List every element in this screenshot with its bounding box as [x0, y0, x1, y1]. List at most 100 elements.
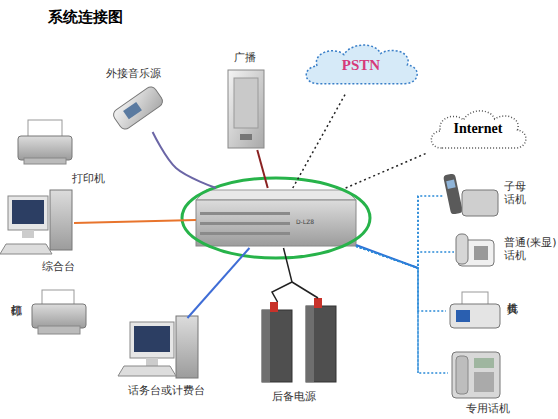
computer-main: [0, 244, 52, 254]
pbx-unit: [196, 190, 356, 246]
device-label: PSTN: [300, 56, 422, 74]
backup-batteries: [262, 298, 336, 382]
connection-wire: [257, 150, 267, 188]
pbx-unit: [200, 212, 290, 215]
connection-wire: [272, 248, 292, 302]
cordless-phone: [443, 173, 463, 215]
fax-node: 传真机: [446, 290, 502, 332]
computer-operator: [118, 316, 198, 378]
connection-wire: [153, 132, 216, 188]
device-label: 普通(来显)话机: [504, 236, 558, 262]
pbx-unit: [200, 222, 290, 225]
printer-top: [18, 136, 72, 160]
computer-operator: [134, 326, 170, 352]
caller-id-phone: [456, 234, 494, 266]
caller-id-phone: [456, 234, 468, 264]
device-label: 专用话机: [466, 402, 510, 415]
backup-batteries: [262, 310, 292, 382]
cordless-phone: [462, 190, 498, 216]
connection-wire: [74, 220, 196, 223]
pbx-unit: [200, 232, 290, 235]
device-label: 子母话机: [504, 180, 530, 206]
printer-node: 打印机: [30, 290, 88, 340]
hub-ellipse: [182, 178, 370, 258]
device-label: 打印机: [72, 172, 105, 185]
music-player: [123, 102, 142, 119]
printer-bottom: [38, 326, 80, 334]
computer-main: [50, 190, 72, 250]
printer-top: [28, 120, 62, 138]
backup-batteries: [270, 302, 278, 312]
computer-operator: [130, 322, 174, 358]
computer-main: [8, 196, 48, 230]
device-label: 外接音乐源: [106, 67, 161, 80]
printer-node: 打印机: [14, 118, 76, 166]
connection-wire: [356, 246, 446, 311]
pbx-unit: [196, 200, 356, 246]
broadcast-speaker: [234, 78, 258, 128]
music-player: [111, 85, 165, 132]
connection-wire: [356, 246, 448, 373]
pstn-cloud: PSTN: [300, 40, 422, 92]
printer-bottom: [32, 290, 86, 334]
broadcast-speaker: [228, 70, 264, 148]
phone-trunk: [356, 196, 418, 373]
computer-operator: [118, 366, 176, 376]
computer-main: [0, 190, 72, 254]
connection-wire: [293, 92, 347, 188]
battery-branch: [292, 282, 318, 298]
broadcast-node: 广播: [226, 68, 266, 150]
backup-batteries: [306, 306, 336, 382]
cordless-phone: [446, 179, 455, 188]
broadcast-speaker: [240, 134, 252, 140]
computer-main: [12, 200, 44, 224]
backup-batteries: [314, 298, 322, 308]
computer-main: [22, 230, 34, 238]
console-node: 综合台: [4, 190, 74, 258]
device-label: 广播: [234, 51, 256, 64]
device-label: 话务台或计费台: [128, 384, 205, 397]
phone-node: 普通(来显)话机: [454, 232, 498, 272]
operator-console-node: 话务台或计费台: [120, 318, 200, 380]
system-phone: [474, 358, 494, 368]
hub-ellipse: [182, 178, 370, 258]
battery-branch: [292, 282, 318, 298]
power-node: 后备电源: [256, 302, 346, 386]
caller-id-phone: [474, 246, 488, 260]
system-phone: [456, 356, 468, 394]
printer-top: [18, 120, 72, 164]
computer-operator: [176, 316, 198, 378]
printer-top: [24, 158, 66, 164]
printer-bottom: [32, 304, 86, 328]
backup-batteries: [306, 306, 314, 382]
system-phone: [452, 352, 500, 398]
cordless-phone: [443, 173, 498, 216]
music-player: [111, 85, 165, 132]
connection-wire: [346, 153, 426, 188]
system-phone: [474, 372, 494, 392]
phone-node: 子母话机: [444, 172, 500, 220]
pbx-unit: [196, 190, 356, 200]
fax-machine: [450, 292, 500, 328]
connection-wire: [187, 248, 249, 318]
fax-machine: [450, 304, 500, 328]
device-label: 综合台: [42, 260, 75, 273]
internet-cloud: Internet: [426, 106, 530, 156]
connection-wire: [356, 196, 444, 268]
computer-operator: [146, 358, 158, 366]
fax-machine: [456, 310, 470, 322]
backup-batteries: [262, 310, 270, 382]
diagram-title: 系统连接图: [48, 8, 123, 27]
phone-node: 专用话机: [448, 346, 504, 400]
device-label: D-LZ8: [296, 218, 314, 225]
system-phone: [452, 352, 500, 398]
connection-wire: [356, 246, 454, 268]
device-label: Internet: [426, 121, 530, 138]
music-source-node: 外接音乐源: [112, 84, 162, 132]
broadcast-speaker: [228, 70, 264, 148]
device-label: 后备电源: [272, 390, 316, 403]
pbx-node: D-LZ8: [196, 188, 356, 248]
